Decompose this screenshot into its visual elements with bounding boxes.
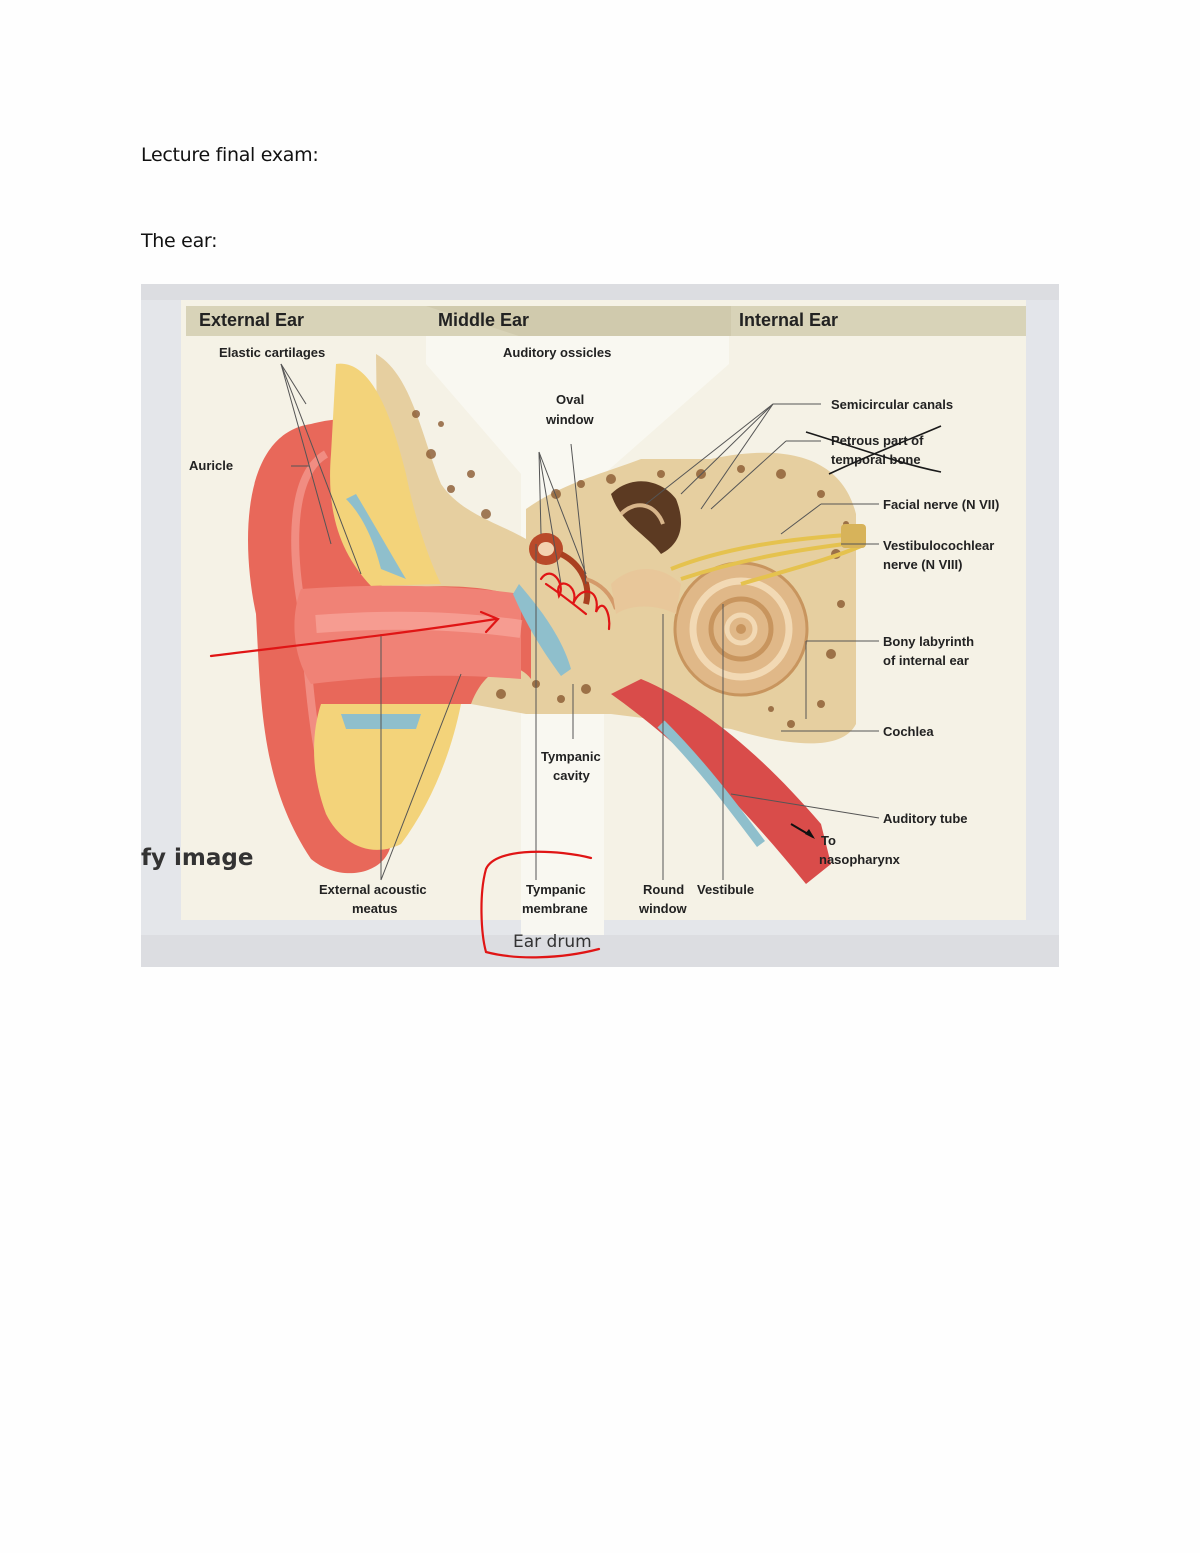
label-auditory-tube: Auditory tube	[883, 811, 968, 826]
semicircular-canals-shape	[611, 481, 681, 554]
label-tympanic-membrane-line1: Tympanic	[526, 882, 586, 897]
label-to-nasopharynx-line2: nasopharynx	[819, 852, 901, 867]
upper-cartilage	[330, 363, 441, 586]
label-oval-window-line1: Oval	[556, 392, 584, 407]
label-to-nasopharynx-line1: To	[821, 833, 836, 848]
label-round-window-line1: Round	[643, 882, 684, 897]
red-arrow-head	[479, 610, 500, 634]
label-bony-labyrinth-line2: of internal ear	[883, 653, 969, 668]
label-auditory-ossicles: Auditory ossicles	[503, 345, 611, 360]
header-internal-ear: Internal Ear	[739, 310, 838, 330]
label-oval-window-line2: window	[545, 412, 595, 427]
red-arrow-line	[209, 617, 498, 658]
label-elastic-cartilages: Elastic cartilages	[219, 345, 325, 360]
red-annotations	[209, 572, 611, 959]
label-auricle: Auricle	[189, 458, 233, 473]
figure-bottom-bar	[141, 935, 1059, 967]
nerve-bundle	[670, 532, 862, 586]
ear-canal	[294, 585, 521, 684]
label-vestibulocochlear-line1: Vestibulocochlear	[883, 538, 994, 553]
section-heading: The ear:	[141, 230, 218, 252]
label-external-acoustic-line1: External acoustic	[319, 882, 427, 897]
header-middle-ear: Middle Ear	[438, 310, 529, 330]
ear-anatomy-figure: External Ear Middle Ear Internal Ear	[141, 284, 1059, 967]
label-tympanic-membrane-line2: membrane	[522, 901, 588, 916]
annotation-ear-drum: Ear drum	[513, 932, 592, 952]
overlay-fragment-text: fy image	[141, 845, 253, 871]
label-facial-nerve: Facial nerve (N VII)	[883, 497, 999, 512]
label-petrous-line1: Petrous part of	[831, 433, 924, 448]
tympanic-membrane-shape	[513, 584, 571, 676]
label-tympanic-cavity-line2: cavity	[553, 768, 591, 783]
vestibule-shape	[611, 569, 681, 614]
label-cochlea: Cochlea	[883, 724, 934, 739]
label-vestibulocochlear-line2: nerve (N VIII)	[883, 557, 962, 572]
document-heading: Lecture final exam:	[141, 144, 319, 166]
label-external-acoustic-line2: meatus	[352, 901, 398, 916]
strikethrough-marks	[805, 425, 942, 475]
label-bony-labyrinth-line1: Bony labyrinth	[883, 634, 974, 649]
label-round-window-line2: window	[638, 901, 688, 916]
red-bracket	[480, 850, 601, 959]
label-tympanic-cavity-line1: Tympanic	[541, 749, 601, 764]
lower-cartilage	[314, 704, 461, 850]
label-vestibule: Vestibule	[697, 882, 754, 897]
leader-lines	[280, 363, 880, 881]
header-external-ear: External Ear	[199, 310, 304, 330]
label-semicircular-canals: Semicircular canals	[831, 397, 953, 412]
